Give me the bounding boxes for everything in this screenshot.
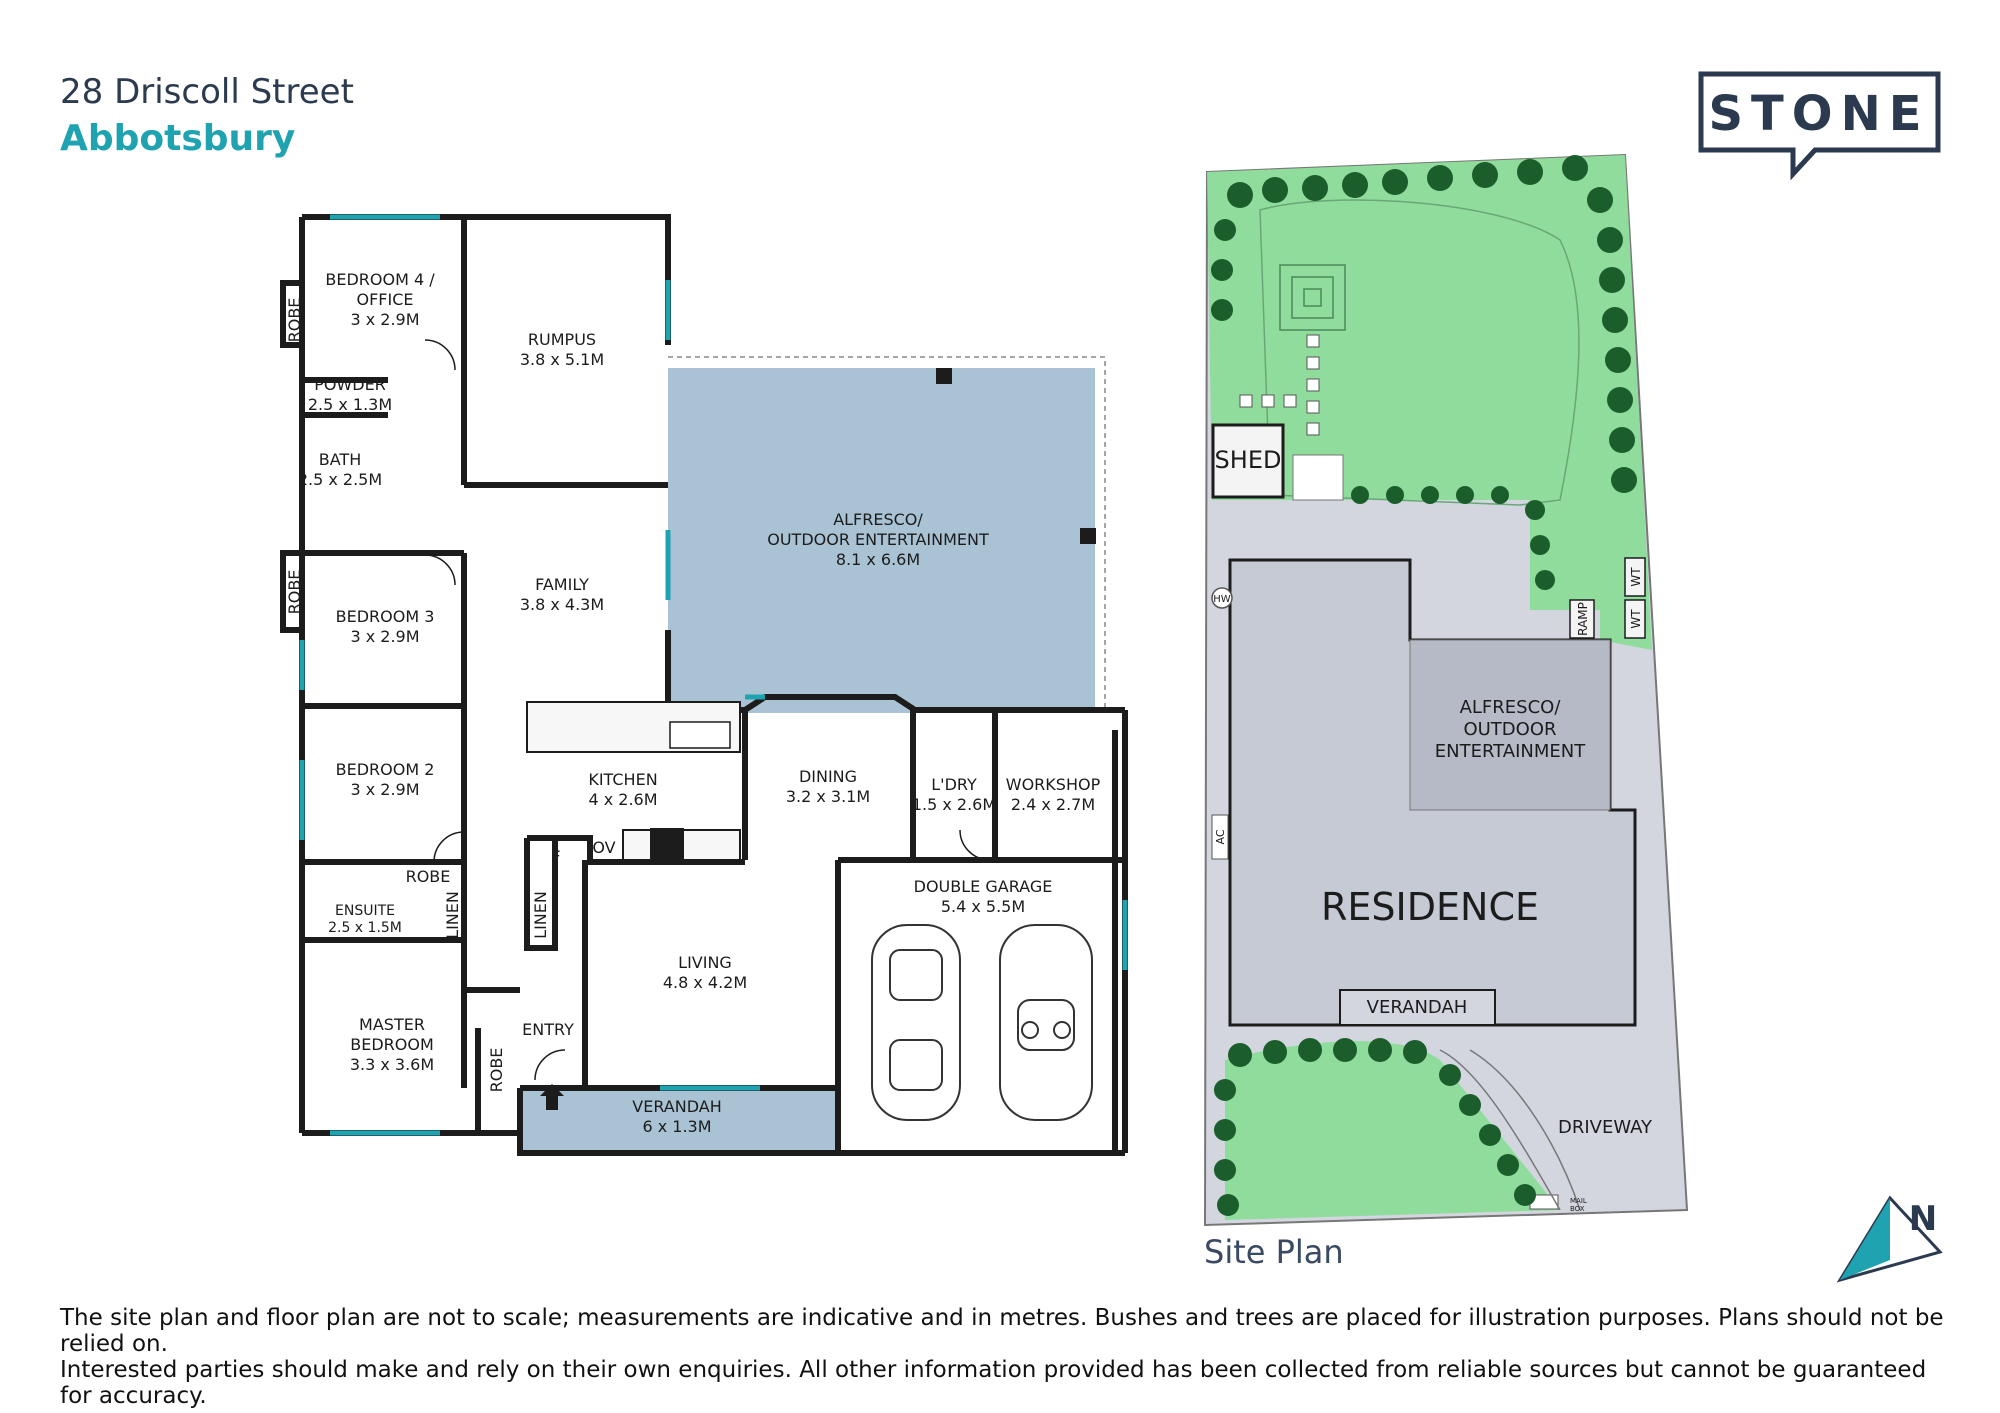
- alfresco-name: ALFRESCO/: [833, 510, 923, 529]
- linen-label-hall: LINEN: [443, 891, 462, 939]
- disclaimer-line-1: The site plan and floor plan are not to …: [60, 1305, 1944, 1357]
- site-residence-label: RESIDENCE: [1321, 885, 1539, 929]
- bed2-name: BEDROOM 2: [336, 760, 435, 779]
- garage-car-right: [999, 924, 1093, 1121]
- master-name: MASTER: [359, 1015, 425, 1034]
- compass-n-label: N: [1909, 1199, 1937, 1239]
- site-verandah-label: VERANDAH: [1367, 997, 1468, 1018]
- site-alfresco-label1: ALFRESCO/: [1460, 697, 1562, 718]
- bath-dims: 2.5 x 2.5M: [298, 470, 382, 489]
- living-name: LIVING: [678, 953, 732, 972]
- robe-label-ensuite: ROBE: [406, 867, 451, 886]
- dining-name: DINING: [799, 767, 857, 786]
- rear-lawn: [1207, 155, 1652, 650]
- workshop-name: WORKSHOP: [1006, 775, 1101, 794]
- garage-dims: 5.4 x 5.5M: [941, 897, 1025, 916]
- bed4-name2: OFFICE: [357, 290, 414, 309]
- oven-label: OV: [592, 838, 615, 857]
- site-driveway-label: DRIVEWAY: [1558, 1117, 1653, 1138]
- workshop-dims: 2.4 x 2.7M: [1011, 795, 1095, 814]
- master-dims: 3.3 x 3.6M: [350, 1055, 434, 1074]
- kitchen-dims: 4 x 2.6M: [588, 790, 657, 809]
- front-verandah-area: [520, 1088, 835, 1153]
- kitchen-name: KITCHEN: [588, 770, 657, 789]
- site-wt-label-2: WT: [1629, 609, 1643, 629]
- stone-logo: STONE: [1698, 71, 1941, 181]
- site-shed-label: SHED: [1215, 446, 1282, 474]
- alfresco-area: [668, 368, 1095, 713]
- bed4-dims: 3 x 2.9M: [350, 310, 419, 329]
- site-ac-label: AC: [1214, 829, 1227, 844]
- rumpus-dims: 3.8 x 5.1M: [520, 350, 604, 369]
- disclaimer-line-2: Interested parties should make and rely …: [60, 1357, 1927, 1409]
- powder-dims: 2.5 x 1.3M: [308, 395, 392, 414]
- master-name2: BEDROOM: [350, 1035, 434, 1054]
- verandah-dims: 6 x 1.3M: [642, 1117, 711, 1136]
- robe-label-bed4: ROBE: [285, 298, 304, 343]
- site-alfresco-label2: OUTDOOR: [1463, 719, 1556, 740]
- ensuite-dims: 2.5 x 1.5M: [328, 920, 402, 936]
- front-lawn: [1225, 1041, 1560, 1220]
- site-shed: [1211, 423, 1285, 499]
- rumpus-name: RUMPUS: [528, 330, 596, 349]
- north-compass-icon: N: [1836, 1195, 1943, 1283]
- family-dims: 3.8 x 4.3M: [520, 595, 604, 614]
- property-suburb: Abbotsbury: [60, 118, 296, 159]
- alfresco-dims: 8.1 x 6.6M: [836, 550, 920, 569]
- linen-label-kitchen: LINEN: [531, 891, 550, 939]
- bed2-dims: 3 x 2.9M: [350, 780, 419, 799]
- logo-text: STONE: [1708, 86, 1929, 142]
- laundry-dims: 1.5 x 2.6M: [912, 795, 996, 814]
- living-dims: 4.8 x 4.2M: [663, 973, 747, 992]
- entry-arrow-icon: [540, 1084, 564, 1110]
- bed4-name: BEDROOM 4 /: [325, 270, 435, 289]
- alfresco-name2: OUTDOOR ENTERTAINMENT: [767, 530, 989, 549]
- site-ramp-label: RAMP: [1576, 602, 1590, 636]
- robe-label-bed3: ROBE: [285, 570, 304, 615]
- site-verandah: [1339, 989, 1496, 1026]
- disclaimer: The site plan and floor plan are not to …: [60, 1305, 1960, 1409]
- site-alfresco: [1409, 639, 1611, 811]
- laundry-name: L'DRY: [931, 775, 977, 794]
- verandah-name: VERANDAH: [632, 1097, 721, 1116]
- bed3-dims: 3 x 2.9M: [350, 627, 419, 646]
- site-mailbox-label1: MAIL: [1570, 1197, 1587, 1205]
- fridge-label: F: [551, 847, 560, 866]
- dining-dims: 3.2 x 3.1M: [786, 787, 870, 806]
- ensuite-name: ENSUITE: [335, 903, 395, 919]
- site-mailbox-label2: BOX: [1570, 1205, 1585, 1213]
- property-street: 28 Driscoll Street: [60, 72, 354, 112]
- powder-name: POWDER: [314, 375, 386, 394]
- garage-car-left: [871, 924, 961, 1121]
- site-wt-label-1: WT: [1629, 567, 1643, 587]
- family-name: FAMILY: [535, 575, 589, 594]
- bed3-name: BEDROOM 3: [336, 607, 435, 626]
- site-trees: [1211, 155, 1637, 1216]
- bath-name: BATH: [319, 450, 361, 469]
- site-hw-label: HW: [1213, 594, 1231, 605]
- site-plan-caption: Site Plan: [1204, 1233, 1344, 1271]
- entry-label: ENTRY: [522, 1020, 574, 1039]
- robe-label-master: ROBE: [487, 1048, 506, 1093]
- garage-name: DOUBLE GARAGE: [914, 877, 1053, 896]
- site-alfresco-label3: ENTERTAINMENT: [1435, 741, 1586, 762]
